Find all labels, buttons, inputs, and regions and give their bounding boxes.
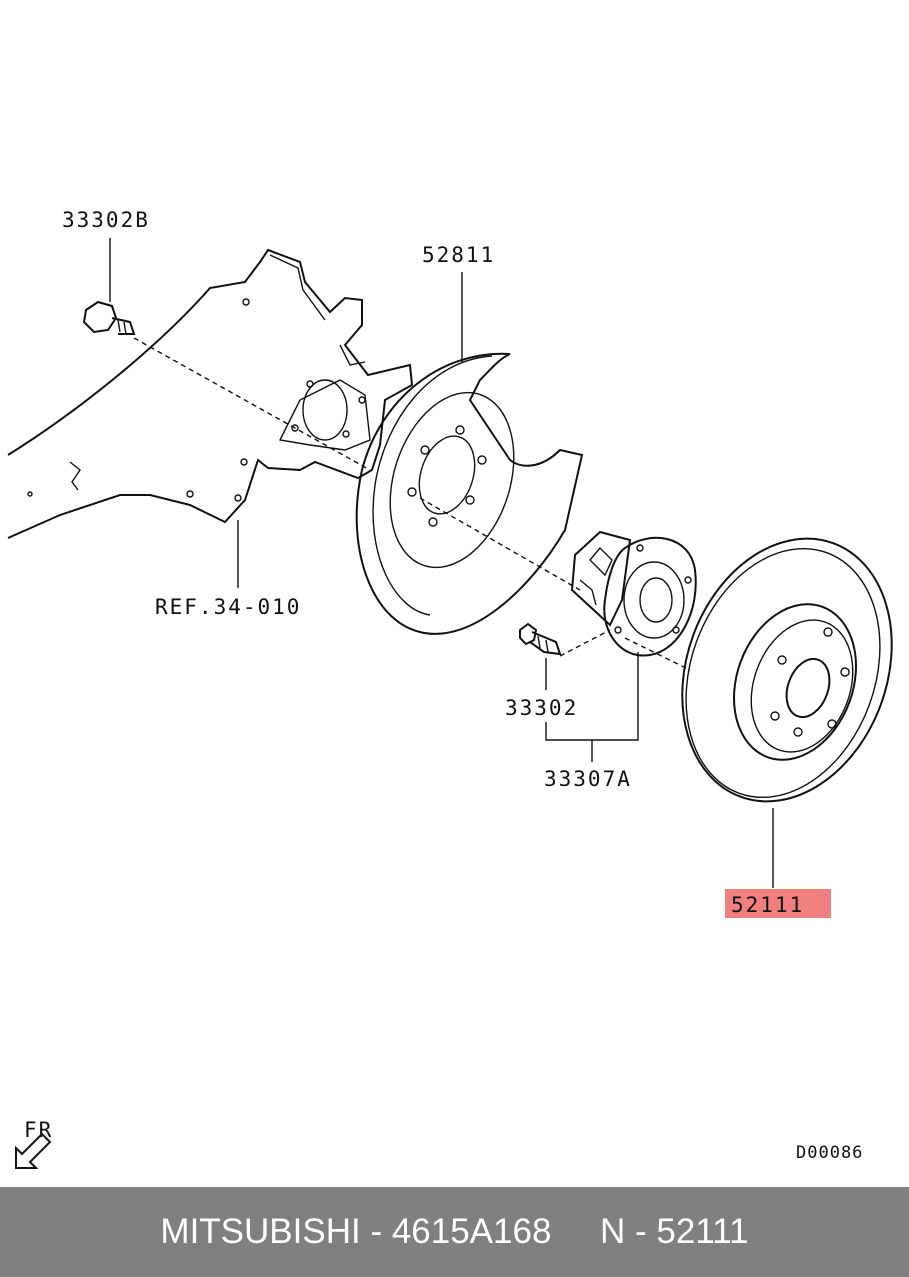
dust-shield-drawing (355, 352, 584, 635)
stud-33302-drawing (519, 622, 562, 656)
label-ref-34-010: REF.34-010 (155, 595, 301, 619)
bolt-33302b-drawing (82, 300, 136, 335)
parts-diagram: 33302B 52811 REF.34-010 33302 33307A 521… (7, 208, 893, 1169)
drawing-code: D00086 (796, 1143, 863, 1163)
highlight-box (725, 889, 831, 918)
hub-drawing (570, 530, 697, 657)
label-52111: 52111 (731, 893, 804, 917)
label-33302b: 33302B (62, 208, 150, 232)
footer-bar: MITSUBISHI - 4615A168 N - 52111 (0, 1187, 909, 1277)
knuckle-arm-drawing (7, 248, 414, 539)
label-33302: 33302 (505, 696, 578, 720)
fr-arrow-icon (15, 1132, 52, 1169)
label-52811: 52811 (422, 243, 495, 267)
label-33307a: 33307A (544, 767, 632, 791)
footer-text: MITSUBISHI - 4615A168 N - 52111 (160, 1212, 749, 1251)
brake-disc-drawing (681, 537, 893, 803)
